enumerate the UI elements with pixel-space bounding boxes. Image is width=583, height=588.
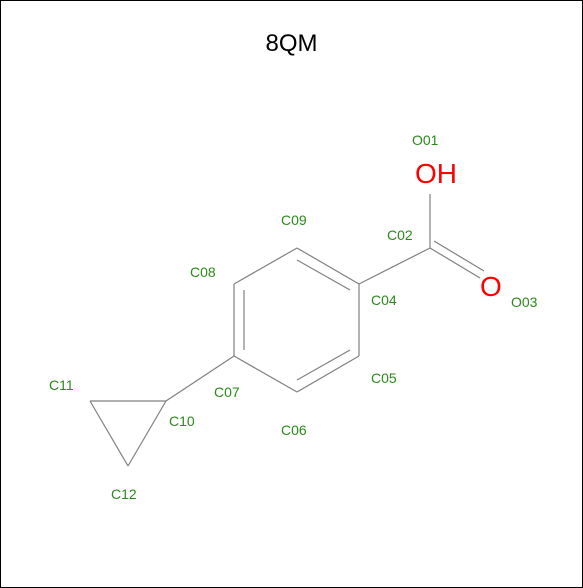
atom-label-o01: O01: [412, 132, 439, 148]
atom-label-group: O01 C02 O03 C04 C05 C06 C07 C08 C09 C10 …: [49, 132, 538, 502]
atom-label-c07: C07: [214, 384, 240, 400]
bond-c05-c06: [296, 355, 360, 393]
atom-label-c02: C02: [387, 227, 413, 243]
bond-inner-c09-c04: [296, 259, 351, 291]
atom-label-o03: O03: [511, 294, 538, 310]
atom-label-c11: C11: [49, 377, 74, 393]
atom-label-c08: C08: [190, 264, 216, 280]
bond-c04-c02: [358, 247, 431, 285]
bond-c07-c10: [165, 355, 235, 402]
oxygen-symbol: O: [480, 271, 502, 302]
bond-c06-c07: [233, 355, 298, 393]
bond-group: [89, 194, 485, 467]
atom-label-c04: C04: [371, 292, 397, 308]
atom-label-c12: C12: [111, 486, 137, 502]
bond-inner-c05-c06: [296, 349, 351, 381]
atom-label-c09: C09: [281, 212, 307, 228]
atom-label-c10: C10: [169, 413, 195, 429]
bond-c02-o03-double: [433, 240, 485, 272]
bond-c11-c12: [89, 400, 129, 467]
bond-c02-o03: [429, 247, 481, 279]
bond-c09-c04: [296, 247, 360, 285]
atom-label-c05: C05: [371, 370, 397, 386]
hydroxyl-symbol: OH: [415, 158, 457, 189]
molecule-title: 8QM: [265, 30, 318, 57]
atom-label-c06: C06: [281, 422, 307, 438]
bond-c08-c09: [233, 247, 298, 285]
bond-c12-c10: [127, 400, 167, 467]
